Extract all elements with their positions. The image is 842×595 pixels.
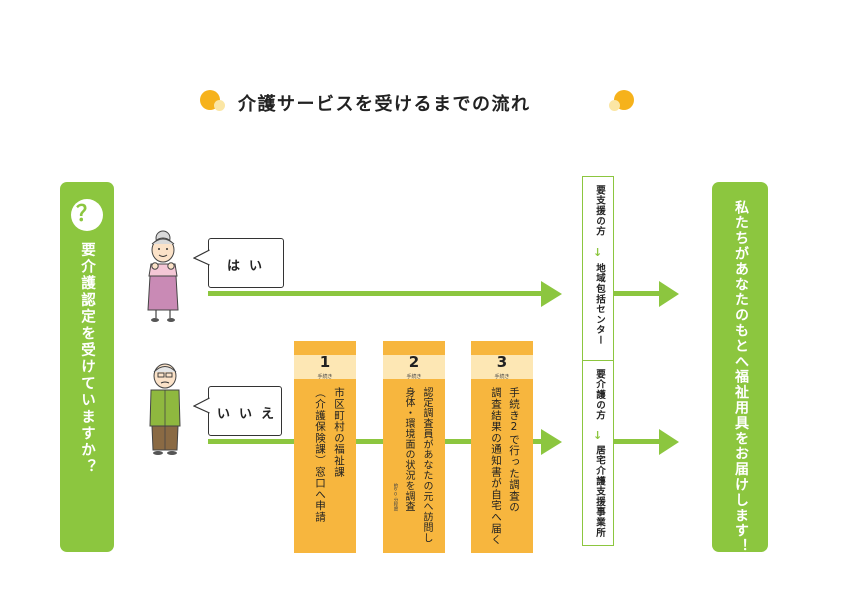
- care-level-box: 要支援の方 ↓ 地域包括センター 要介護の方 ↓ 居宅介護支援事業所: [582, 176, 614, 546]
- care-office-label: 居宅介護支援事業所: [594, 445, 605, 538]
- support-needed-label: 要支援の方: [594, 185, 605, 237]
- step-card-3: 3 手続き 手続き2で行った調査の 調査結果の通知書が自宅へ届く: [471, 341, 533, 553]
- title-bar: 介護サービスを受けるまでの流れ: [0, 84, 842, 120]
- step-header: 1 手続き: [294, 341, 356, 380]
- step-text-line2: 身体・環境面の状況を調査: [403, 387, 414, 512]
- yes-label: はい: [226, 259, 271, 274]
- regional-center-label: 地域包括センター: [594, 263, 605, 346]
- question-text: 要介護認定を受けていますか？: [79, 242, 95, 476]
- step-number: 2: [408, 353, 420, 371]
- step-card-1: 1 手続き 市区町村の福祉課 （介護保険課）窓口へ申請: [294, 341, 356, 553]
- question-panel: ？ 要介護認定を受けていますか？: [60, 182, 114, 552]
- delivery-text: 私たちがあなたのもとへ福祉用具をお届けします！: [733, 200, 749, 555]
- arrow-right-icon-no-final: [614, 429, 679, 455]
- arrow-right-icon-no-main: [208, 429, 562, 455]
- step-card-2: 2 手続き 認定調査員があなたの元へ訪問し 身体・環境面の状況を調査 約60分程…: [383, 341, 445, 553]
- step-text-line2: （介護保険課）窓口へ申請: [314, 387, 326, 523]
- no-bubble: いいえ: [208, 386, 282, 436]
- step-number: 1: [319, 353, 331, 371]
- yes-bubble-tail: [193, 249, 210, 266]
- step-note: 約60分程度: [393, 483, 398, 511]
- step-text-line1: 市区町村の福祉課: [333, 387, 345, 478]
- elderly-woman-icon: [147, 230, 179, 322]
- title-dot-left-shadow-icon: [214, 100, 225, 111]
- title-dot-right-shadow-icon: [609, 100, 620, 111]
- question-icon: ？: [71, 199, 103, 231]
- page-title: 介護サービスを受けるまでの流れ: [238, 94, 531, 115]
- step-number: 3: [496, 353, 508, 371]
- care-needed-label: 要介護の方: [594, 369, 605, 421]
- step-text-line1: 手続き2で行った調査の: [508, 387, 520, 513]
- divider: [583, 360, 613, 362]
- arrow-down-icon: ↓: [593, 246, 603, 259]
- elderly-man-icon: [149, 363, 181, 455]
- arrow-down-icon: ↓: [593, 429, 603, 442]
- arrow-right-icon-yes-final: [614, 281, 679, 307]
- arrow-right-icon-yes-main: [208, 281, 562, 307]
- no-label: いいえ: [216, 407, 283, 422]
- step-header: 3 手続き: [471, 341, 533, 380]
- step-text-line1: 認定調査員があなたの元へ訪問し: [421, 387, 432, 543]
- step-sub: 手続き: [406, 374, 422, 380]
- step-header: 2 手続き: [383, 341, 445, 380]
- step-sub: 手続き: [494, 374, 510, 380]
- no-bubble-tail: [193, 397, 210, 414]
- delivery-panel: 私たちがあなたのもとへ福祉用具をお届けします！: [712, 182, 768, 555]
- yes-bubble: はい: [208, 238, 284, 288]
- step-sub: 手続き: [317, 374, 333, 380]
- step-text-line2: 調査結果の通知書が自宅へ届く: [490, 387, 502, 546]
